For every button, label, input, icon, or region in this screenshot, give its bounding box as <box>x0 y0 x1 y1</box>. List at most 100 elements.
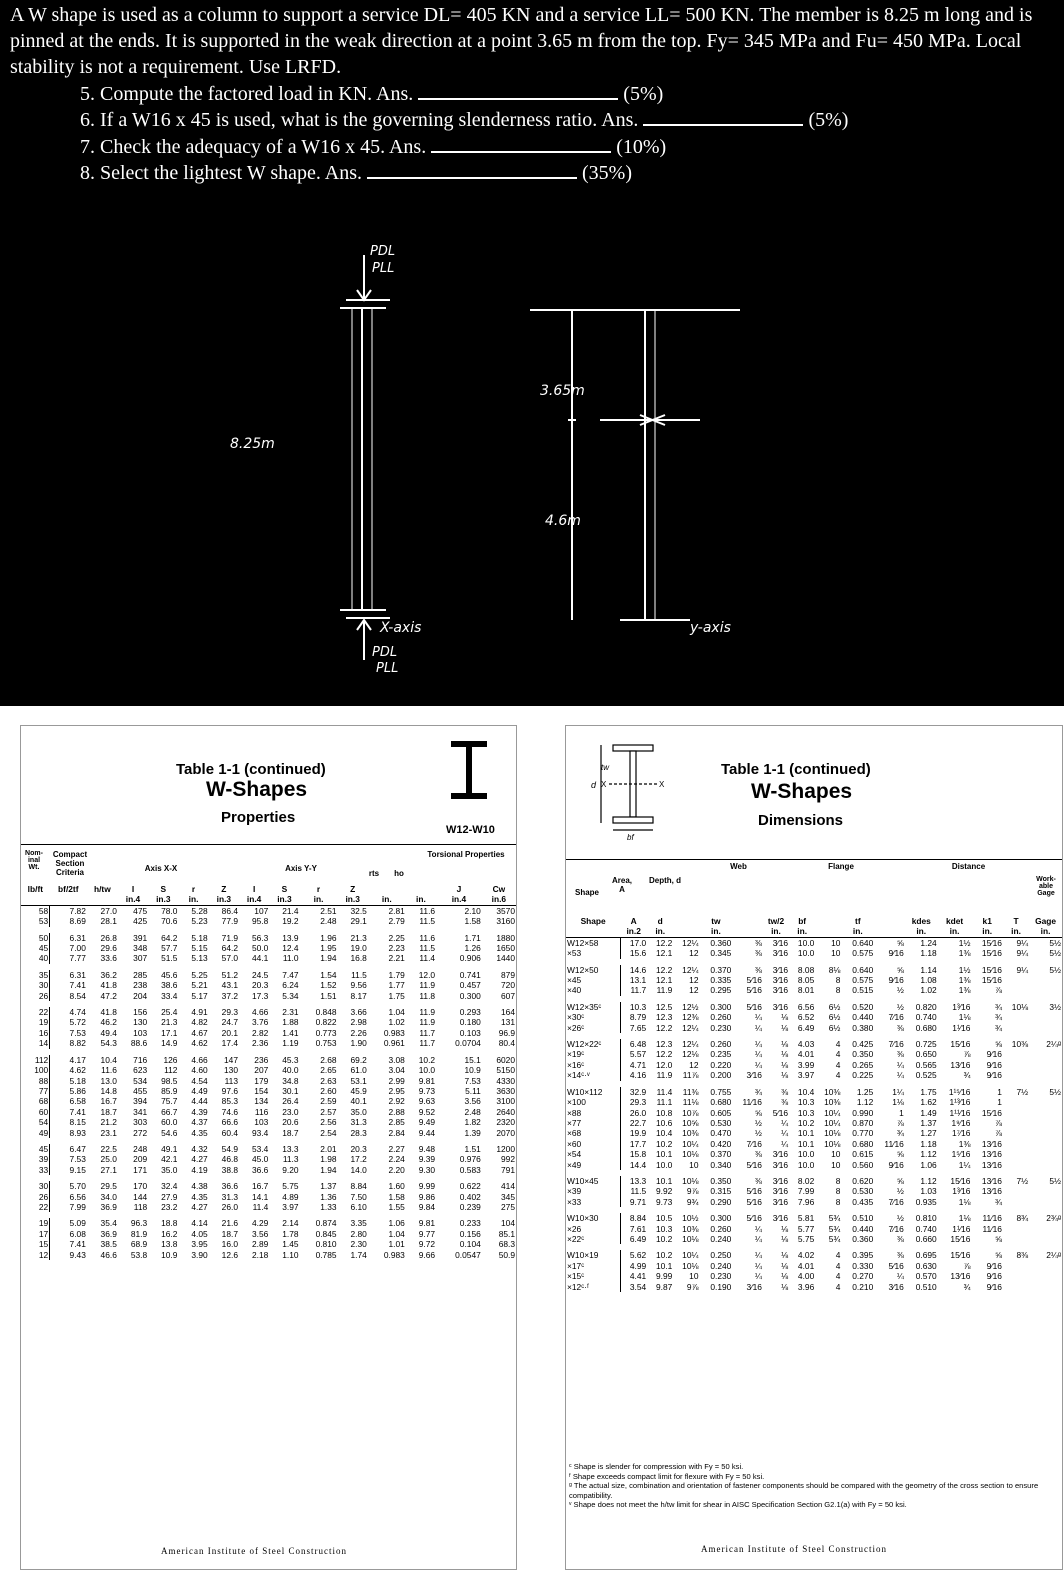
table-notes: ᶜ Shape is slender for compression with … <box>569 1462 1059 1510</box>
table-cell: ¼ <box>754 1223 762 1234</box>
table-cell: 5¾ <box>828 1223 841 1234</box>
table-cell: 10.0 <box>797 1149 815 1160</box>
table-cell: 345 <box>501 1191 515 1202</box>
table-cell: 112 <box>164 1065 178 1076</box>
table-cell: 17.4 <box>221 1038 238 1049</box>
table-cell: 5⁄16 <box>746 1196 762 1207</box>
table-cell: 5.18 <box>69 1075 86 1086</box>
table-cell: 414 <box>501 1181 515 1192</box>
table-cell: 0.370 <box>710 1149 732 1160</box>
table-cell: 1.51 <box>464 1143 481 1154</box>
table-cell: 0.380 <box>852 1022 874 1033</box>
table-cell: ¾ <box>994 1012 1002 1023</box>
table-cell: 623 <box>133 1065 148 1076</box>
table-cell: 8 <box>835 985 841 996</box>
table-cell: 15⁄16 <box>950 1039 971 1050</box>
table-cell: 0.530 <box>852 1186 874 1197</box>
table-cell: 2.01 <box>320 1143 337 1154</box>
table-cell: 0.575 <box>852 975 874 986</box>
column-unit: in.3 <box>337 894 368 906</box>
table-cell: 10.2 <box>656 1250 673 1261</box>
table-cell <box>1029 1271 1062 1281</box>
w-shape-diagram-icon: d bf tw X X <box>591 744 665 842</box>
table-cell: 13.1 <box>629 975 647 986</box>
table-cell: ×14ᶜ·ᵛ <box>566 1070 621 1084</box>
table-cell: 0.315 <box>710 1186 732 1197</box>
table-cell: 17.3 <box>251 990 269 1001</box>
table-cell: 116 <box>254 1106 269 1117</box>
load-label-pdl-top: PDL <box>370 244 395 259</box>
table-cell: 0.350 <box>852 1049 874 1060</box>
table-cell: 37.2 <box>221 990 238 1001</box>
table-cell: ¾ <box>896 1128 904 1139</box>
table-cell: 1.95 <box>320 943 337 954</box>
table-cell <box>1029 1023 1062 1036</box>
table-cell: ×39 <box>566 1186 621 1197</box>
table-cell: 3⁄16 <box>772 1159 789 1170</box>
table-cell <box>1029 1224 1062 1234</box>
table-cell: 4.01 <box>797 1260 815 1271</box>
table-cell <box>1003 1060 1029 1070</box>
table-cell: 6.31 <box>69 969 86 980</box>
table-cell: 10.1 <box>797 1128 815 1139</box>
table-cell: 6.24 <box>282 980 299 991</box>
column-header: bf <box>798 916 807 926</box>
table-cell: 5.75 <box>797 1233 815 1244</box>
table-cell: ⅜ <box>896 1022 904 1033</box>
table-cell: 12.6 <box>221 1249 238 1260</box>
table-cell: 1.08 <box>920 975 937 986</box>
table-cell: 15⁄16 <box>981 948 1002 959</box>
table-cell: 1.94 <box>320 1164 337 1175</box>
table-cell <box>1029 1186 1062 1196</box>
table-cell: 3.95 <box>191 1239 208 1250</box>
table-cell: 49.4 <box>100 1027 117 1038</box>
table-cell: 307 <box>133 953 148 964</box>
table-cell: 1.39 <box>464 1127 481 1138</box>
table-cell: ¼ <box>754 1271 762 1282</box>
table-cell: 2.59 <box>320 1096 337 1107</box>
table-cell: 272 <box>133 1127 148 1138</box>
table-cell: 10 <box>831 1159 841 1170</box>
column-header: k1 <box>982 916 992 926</box>
table-cell: 2640 <box>496 1106 515 1117</box>
table-cell: ⅛ <box>781 1233 789 1244</box>
table-cell: 12.0 <box>418 969 436 980</box>
table-cell: 56.3 <box>251 932 269 943</box>
table-cell: 716 <box>133 1054 148 1065</box>
table-cell: 0.104 <box>459 1239 481 1250</box>
column-unit: in.3 <box>148 894 179 906</box>
table-cell: 5.75 <box>282 1181 299 1192</box>
table-cell: ⅛ <box>781 1223 789 1234</box>
column-header: T <box>1013 916 1019 926</box>
table-cell: 11.9 <box>419 1007 436 1018</box>
column-unit <box>21 894 50 906</box>
table-cell: 68.3 <box>498 1239 515 1250</box>
table-cell: 9.81 <box>418 1075 436 1086</box>
table-cell: ¼ <box>754 1059 762 1070</box>
question-7: 7. Check the adequacy of a W16 x 45. Ans… <box>80 133 666 159</box>
table-cell: 7.77 <box>69 953 86 964</box>
table-cell: 6½ <box>828 1001 841 1012</box>
table-cell: 4.74 <box>69 1007 86 1018</box>
table-cell: 9.77 <box>418 1228 436 1239</box>
table-cell: 13⁄16 <box>950 1271 971 1282</box>
table-cell: 5150 <box>496 1065 515 1076</box>
table-cell <box>1029 1149 1062 1159</box>
table-cell: 2.84 <box>388 1127 405 1138</box>
column-header: r <box>316 884 321 894</box>
table-cell: ×19ᶜ <box>566 1049 621 1060</box>
table-cell: ×100 <box>566 1097 621 1108</box>
table-cell: 103 <box>133 1027 148 1038</box>
table-cell: 8.84 <box>350 1181 367 1192</box>
table-cell: 791 <box>501 1164 515 1175</box>
table-cell: 2.57 <box>320 1106 337 1117</box>
table-cell <box>1029 1097 1062 1107</box>
table-cell: 1.62 <box>920 1097 937 1108</box>
table-cell: 17 <box>21 1228 51 1240</box>
table-cell: 45.9 <box>350 1085 367 1096</box>
table-cell: 1.14 <box>920 964 937 975</box>
